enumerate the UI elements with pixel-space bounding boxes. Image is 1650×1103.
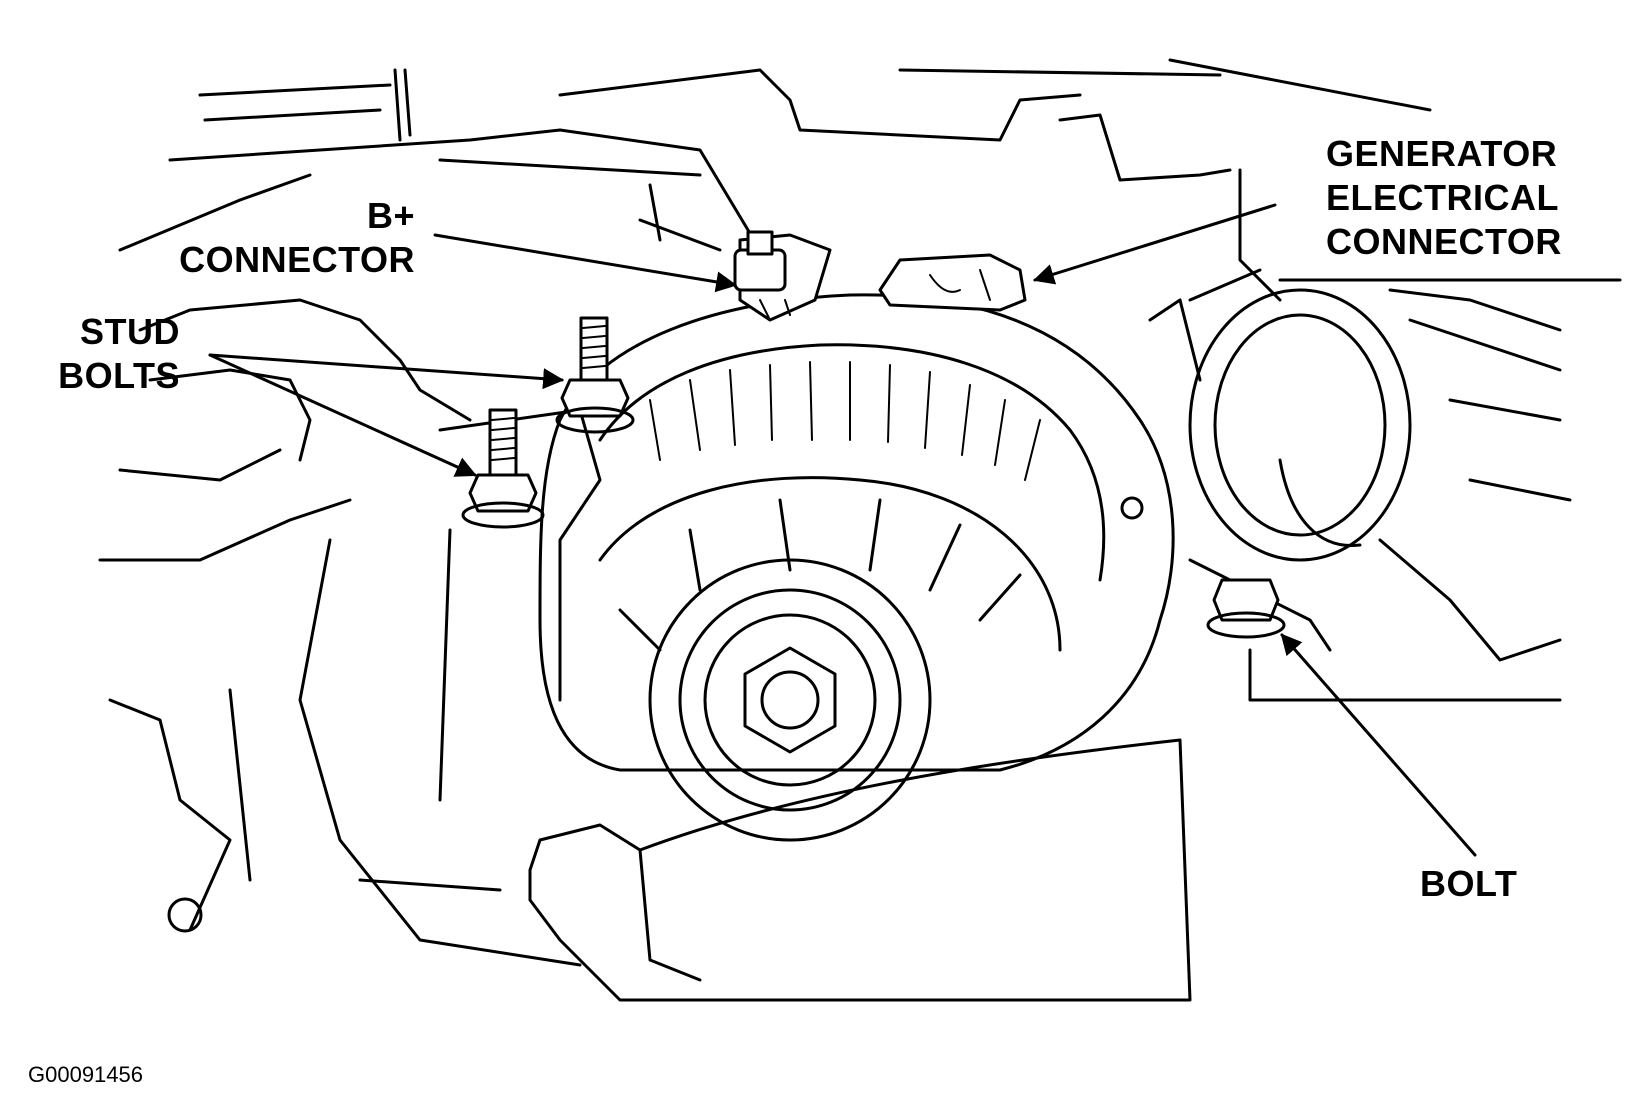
b-plus-connector-label: B+ CONNECTOR	[160, 194, 415, 282]
generator-label-line1: GENERATOR	[1326, 133, 1558, 174]
arrow-generator-electrical-connector	[1032, 203, 1277, 285]
leader-arrows	[208, 203, 1477, 857]
mounting-bracket	[438, 408, 1192, 1002]
generator-electrical-connector-plug	[878, 253, 1027, 312]
stud-bolt-upper	[555, 316, 635, 434]
generator	[538, 293, 1175, 842]
b-plus-connector-label-line1: B+	[366, 195, 415, 236]
stud-bolts-label: STUD BOLTS	[30, 310, 180, 398]
bolt-label-text: BOLT	[1420, 863, 1518, 904]
b-plus-connector-terminal	[733, 230, 832, 322]
generator-electrical-connector-label: GENERATOR ELECTRICAL CONNECTOR	[1326, 132, 1562, 264]
arrow-stud-bolt-upper	[208, 353, 565, 390]
mounting-bolt	[1206, 578, 1286, 639]
stud-bolts-label-line2: BOLTS	[58, 355, 180, 396]
bolt-label: BOLT	[1420, 862, 1517, 906]
coolant-housing	[1148, 268, 1412, 652]
stud-bolt-lower	[461, 408, 545, 529]
b-plus-connector-label-line2: CONNECTOR	[179, 239, 415, 280]
engine-bay-background	[98, 58, 1622, 967]
generator-label-line2: ELECTRICAL	[1326, 177, 1559, 218]
generator-label-line3: CONNECTOR	[1326, 221, 1562, 262]
figure-code: G00091456	[28, 1062, 143, 1087]
arrow-b-plus-connector	[433, 233, 738, 293]
arrow-stud-bolt-lower	[208, 353, 477, 477]
arrow-bolt	[1280, 633, 1477, 857]
stud-bolts-label-line1: STUD	[80, 311, 180, 352]
